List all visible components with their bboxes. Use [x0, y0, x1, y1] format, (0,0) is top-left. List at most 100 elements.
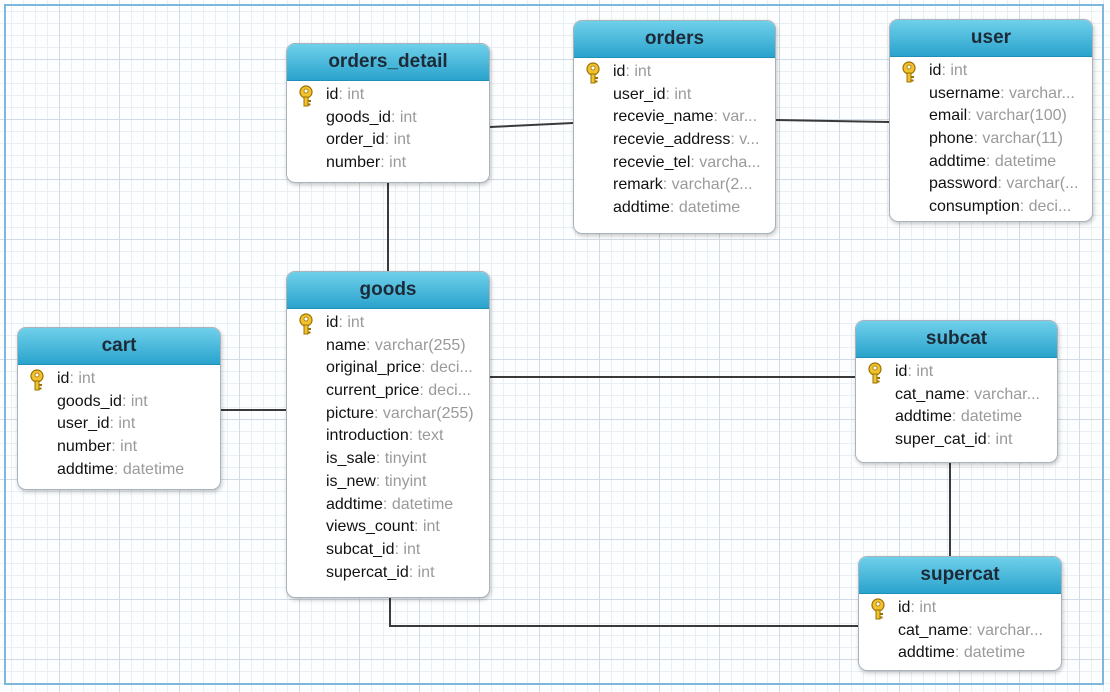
field-row[interactable]: supercat_id: int: [287, 562, 489, 585]
field-type: : deci...: [421, 359, 473, 377]
field-row[interactable]: id: int: [18, 368, 220, 391]
field-name: user_id: [613, 85, 666, 103]
field-name: original_price: [326, 359, 422, 377]
field-name: password: [929, 175, 998, 193]
field-type: : varchar(100): [967, 107, 1067, 125]
field-row[interactable]: addtime: datetime: [890, 151, 1092, 174]
field-name: addtime: [929, 152, 986, 170]
field-row[interactable]: number: int: [287, 152, 489, 175]
field-row[interactable]: username: varchar...: [890, 83, 1092, 106]
key-icon: [299, 85, 313, 107]
table-title: subcat: [856, 321, 1057, 358]
field-row[interactable]: picture: varchar(255): [287, 403, 489, 426]
field-row[interactable]: addtime: datetime: [856, 406, 1057, 429]
field-row[interactable]: email: varchar(100): [890, 105, 1092, 128]
field-name: id: [613, 63, 626, 80]
field-row[interactable]: goods_id: int: [287, 107, 489, 130]
relation-orders-detail-orders: [489, 122, 574, 128]
field-row[interactable]: id: int: [890, 60, 1092, 83]
field-row[interactable]: id: int: [287, 84, 489, 107]
field-row[interactable]: user_id: int: [574, 84, 775, 107]
field-name: number: [57, 438, 112, 456]
canvas-frame: [4, 4, 1104, 685]
field-name: goods_id: [57, 392, 122, 410]
field-row[interactable]: current_price: deci...: [287, 380, 489, 403]
field-row[interactable]: cat_name: varchar...: [856, 384, 1057, 407]
key-icon: [871, 598, 885, 620]
field-type: : datetime: [113, 460, 185, 478]
field-row[interactable]: addtime: datetime: [287, 494, 489, 517]
relation-orders-user: [775, 119, 890, 123]
field-type: : datetime: [382, 495, 454, 513]
field-name: views_count: [326, 518, 415, 536]
table-title: orders_detail: [287, 44, 489, 81]
field-row[interactable]: order_id: int: [287, 129, 489, 152]
field-type: : varchar...: [968, 621, 1043, 639]
field-name: cat_name: [895, 385, 966, 403]
field-name: recevie_name: [613, 108, 714, 126]
field-row[interactable]: remark: varchar(2...: [574, 174, 775, 197]
field-type: : deci...: [419, 382, 471, 400]
field-type: : int: [380, 154, 407, 172]
field-row[interactable]: recevie_address: v...: [574, 129, 775, 152]
field-row[interactable]: cat_name: varchar...: [859, 620, 1061, 643]
field-type: : varchar...: [965, 385, 1040, 403]
field-row[interactable]: introduction: text: [287, 425, 489, 448]
field-type: : tinyint: [375, 472, 427, 490]
field-type: : varchar...: [1000, 84, 1075, 102]
field-type: : int: [338, 314, 365, 331]
field-row[interactable]: name: varchar(255): [287, 335, 489, 358]
field-row[interactable]: consumption: deci...: [890, 196, 1092, 219]
field-row[interactable]: subcat_id: int: [287, 539, 489, 562]
key-icon: [586, 62, 600, 84]
field-row[interactable]: is_new: tinyint: [287, 471, 489, 494]
field-row[interactable]: id: int: [859, 597, 1061, 620]
field-row[interactable]: password: varchar(...: [890, 173, 1092, 196]
field-name: id: [326, 86, 339, 103]
field-row[interactable]: views_count: int: [287, 516, 489, 539]
field-row[interactable]: user_id: int: [18, 413, 220, 436]
field-row[interactable]: addtime: datetime: [859, 642, 1061, 665]
field-type: : deci...: [1019, 198, 1072, 216]
field-row[interactable]: recevie_name: var...: [574, 106, 775, 129]
field-row[interactable]: phone: varchar(11): [890, 128, 1092, 151]
field-row[interactable]: number: int: [18, 436, 220, 459]
field-row[interactable]: id: int: [287, 312, 489, 335]
field-type: : text: [408, 427, 444, 445]
field-type: : int: [907, 363, 934, 380]
field-row[interactable]: recevie_tel: varcha...: [574, 152, 775, 175]
key-icon: [902, 61, 916, 83]
field-name: addtime: [898, 644, 955, 662]
field-name: picture: [326, 404, 375, 422]
field-name: id: [929, 62, 942, 79]
field-name: is_new: [326, 472, 376, 490]
field-type: : datetime: [669, 199, 741, 217]
field-type: : int: [625, 63, 652, 80]
field-row[interactable]: original_price: deci...: [287, 357, 489, 380]
key-icon: [868, 362, 882, 384]
field-row[interactable]: id: int: [574, 61, 775, 84]
field-row[interactable]: is_sale: tinyint: [287, 448, 489, 471]
field-name: addtime: [613, 199, 670, 217]
field-row[interactable]: id: int: [856, 361, 1057, 384]
field-name: recevie_address: [613, 131, 731, 149]
field-name: consumption: [929, 198, 1020, 216]
field-row[interactable]: addtime: datetime: [18, 459, 220, 482]
field-row[interactable]: super_cat_id: int: [856, 429, 1057, 452]
field-name: id: [57, 370, 70, 387]
field-row[interactable]: goods_id: int: [18, 391, 220, 414]
field-type: : varchar(11): [973, 130, 1064, 148]
field-type: : int: [69, 370, 96, 387]
field-row[interactable]: addtime: datetime: [574, 197, 775, 220]
field-type: : int: [986, 431, 1013, 449]
